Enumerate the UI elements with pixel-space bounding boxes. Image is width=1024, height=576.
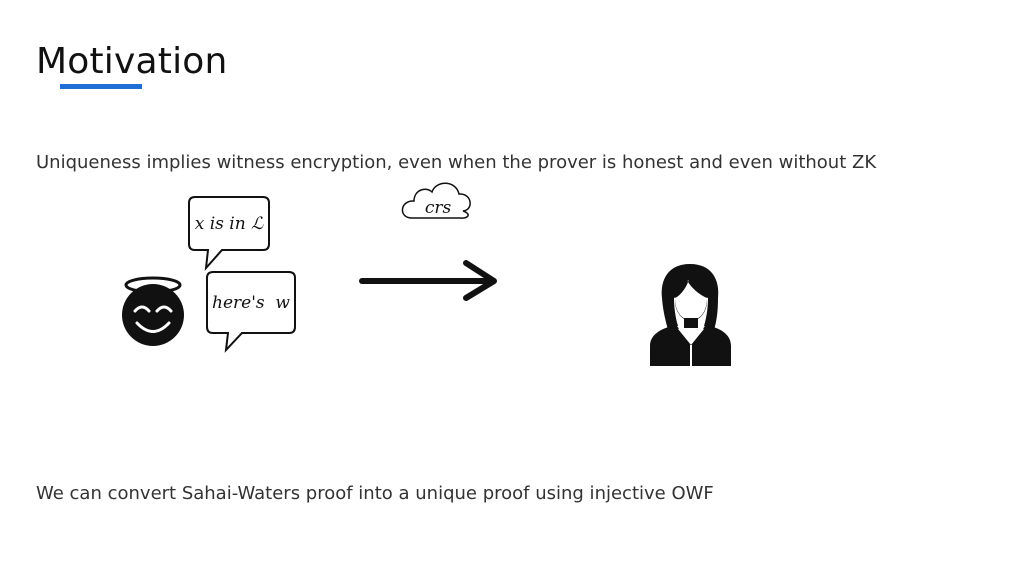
angel-smiley-icon xyxy=(122,276,184,346)
statement-line-1: Uniqueness implies witness encryption, e… xyxy=(36,152,877,173)
speech-bubble-witness: here's w xyxy=(206,271,296,353)
cloud-icon: crs xyxy=(401,182,471,219)
person-icon xyxy=(650,264,731,366)
bubble-statement-text: x is in ℒ xyxy=(195,214,264,234)
title-underline xyxy=(60,84,142,89)
bubble-witness-text: here's w xyxy=(212,293,290,313)
slide-title: Motivation xyxy=(36,41,228,82)
cloud-label: crs xyxy=(425,198,452,218)
statement-line-2: We can convert Sahai-Waters proof into a… xyxy=(36,483,714,504)
speech-bubble-statement: x is in ℒ xyxy=(188,196,270,272)
right-arrow-icon xyxy=(359,260,497,301)
